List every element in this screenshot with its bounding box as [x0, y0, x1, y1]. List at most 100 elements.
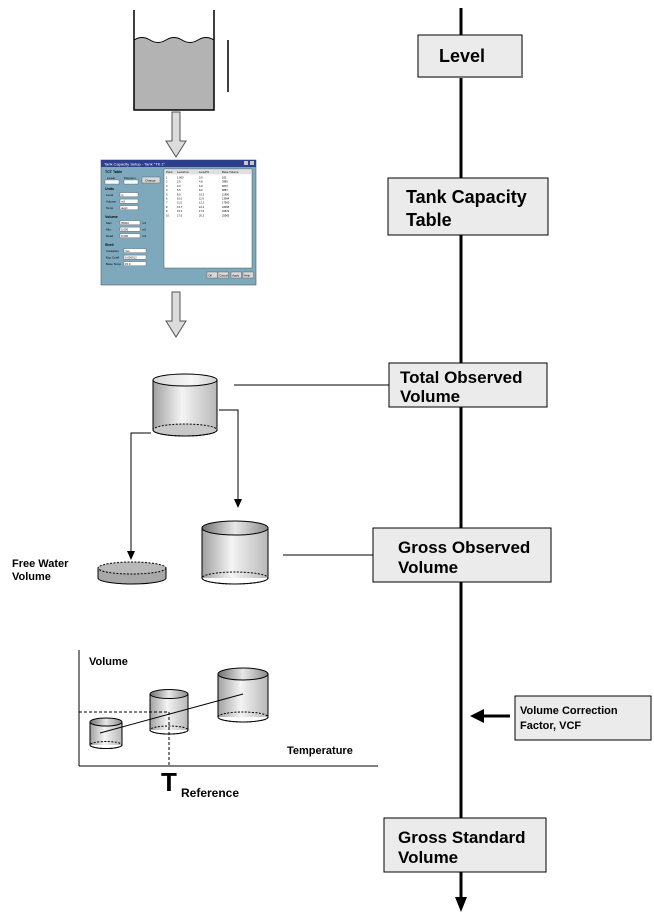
- table-cell: 3985: [222, 180, 228, 184]
- table-cell: 2.5: [177, 180, 181, 184]
- field-value: 0.000: [121, 234, 128, 238]
- warm-cylinder-icon: [217, 667, 269, 723]
- tct-table: [163, 168, 253, 269]
- field-label: Max: [106, 221, 112, 225]
- t-reference-subscript: Reference: [181, 786, 239, 800]
- section-title: Shell: [105, 243, 114, 247]
- field-value: Yes: [125, 249, 130, 253]
- footer-button-label: OK: [208, 273, 212, 277]
- level-label: Level: [439, 46, 485, 66]
- table-cell: 17.5: [177, 213, 183, 217]
- table-cell: 5.5: [177, 188, 181, 192]
- field-value: m3: [121, 200, 125, 204]
- change-button-label: Change: [145, 179, 156, 183]
- footer-button[interactable]: [242, 271, 254, 279]
- table-cell: 13994: [222, 197, 230, 201]
- table-cell: 0.5: [199, 176, 203, 180]
- gross-observed-line2: Volume: [398, 558, 458, 577]
- field-label: Dead: [106, 234, 114, 238]
- table-cell: 11890: [222, 192, 230, 196]
- table-cell: 3: [166, 184, 168, 188]
- table-cell: 16.2: [199, 205, 205, 209]
- gross-observed-volume-box: Gross Observed Volume: [372, 527, 552, 583]
- field-value: 0.000: [121, 228, 128, 232]
- table-cell: 22870: [222, 209, 230, 213]
- tank-capacity-table-box: Tank Capacity Table: [387, 177, 549, 236]
- table-cell: 8.5: [177, 192, 181, 196]
- field-input[interactable]: [119, 205, 139, 210]
- gross-observed-cylinder-icon: [201, 520, 269, 585]
- radio-polynom[interactable]: Polynom: [124, 176, 136, 180]
- field-input[interactable]: [119, 233, 141, 238]
- tank-capacity-setup-window: Tank Capacity Setup - Tank "TK 1" TCT Ta…: [100, 159, 257, 286]
- field-unit: m3: [142, 228, 146, 232]
- table-cell: 2: [166, 180, 168, 184]
- footer-button[interactable]: [217, 271, 229, 279]
- table-cell: 12.2: [199, 201, 205, 205]
- field-label: Insulation: [106, 249, 119, 253]
- flow-arrow-down-icon: [455, 897, 467, 912]
- field-value: 15.0: [125, 262, 131, 266]
- footer-button[interactable]: [230, 271, 242, 279]
- table-cell: 6.8: [199, 184, 203, 188]
- footer-button-label: Help: [244, 273, 250, 277]
- table-cell: 20.2: [199, 213, 205, 217]
- total-observed-line1: Total Observed: [400, 368, 523, 387]
- gross-observed-line1: Gross Observed: [398, 538, 530, 557]
- table-cell: 5: [166, 192, 168, 196]
- change-button[interactable]: [141, 176, 161, 184]
- section-title: Volume: [105, 215, 118, 219]
- table-cell: 11.9: [199, 197, 204, 201]
- field-unit: m3: [142, 234, 146, 238]
- main-flow-line: [455, 8, 467, 912]
- field-label: Base Temp: [106, 262, 121, 266]
- vcf-box: Volume Correction Factor, VCF: [470, 695, 652, 741]
- free-water-line1: Free Water: [12, 558, 69, 570]
- field-input[interactable]: [119, 198, 139, 204]
- vcf-line2: Factor, VCF: [520, 720, 581, 732]
- cold-cylinder-icon: [89, 717, 123, 749]
- table-cell: 6876: [222, 184, 228, 188]
- table-cell: 10: [166, 213, 169, 217]
- field-label: Level: [106, 193, 114, 197]
- table-cell: 182: [222, 176, 227, 180]
- field-label: Volume: [106, 200, 116, 204]
- field-value: m: [121, 193, 124, 197]
- field-unit: m3: [142, 221, 146, 225]
- table-cell: 6: [166, 197, 168, 201]
- vcf-graph: Volume Temperature: [78, 650, 378, 800]
- t-reference-symbol: T: [161, 767, 177, 797]
- field-label: Temp: [106, 206, 114, 210]
- vcf-line1: Volume Correction: [520, 705, 618, 717]
- table-cell: 17560: [222, 201, 230, 205]
- table-cell: 4.0: [177, 184, 181, 188]
- field-input[interactable]: [123, 261, 147, 266]
- graph-xlabel: Temperature: [287, 745, 353, 757]
- tank-level-icon: [133, 10, 229, 111]
- footer-button[interactable]: [206, 271, 218, 279]
- window-titlebar: [101, 160, 256, 167]
- vcf-trend-line: [99, 693, 244, 734]
- table-cell: 10.0: [177, 197, 183, 201]
- arrow-to-free-water-icon: [127, 551, 135, 560]
- tank-capacity-line2: Table: [406, 210, 452, 230]
- field-input[interactable]: [123, 254, 147, 260]
- radio-linear[interactable]: Linear: [107, 176, 115, 180]
- field-label: Exp Coeff: [106, 256, 119, 260]
- footer-button-label: Apply: [232, 273, 240, 277]
- free-water-disc-icon: [97, 561, 167, 585]
- table-cell: 10.3: [199, 192, 205, 196]
- table-cell: 13.7: [177, 205, 183, 209]
- field-input[interactable]: [119, 192, 139, 197]
- arrow-to-gross-observed-icon: [234, 499, 242, 508]
- total-observed-line2: Volume: [400, 387, 460, 406]
- table-header: Point: [166, 170, 173, 174]
- table-cell: 17.6: [199, 209, 205, 213]
- table-cell: 1: [166, 176, 168, 180]
- field-input[interactable]: [123, 248, 147, 253]
- table-cell: 7: [166, 201, 168, 205]
- window-title: Tank Capacity Setup - Tank "TK 1": [104, 162, 166, 167]
- section-tct: TCT Table: [105, 170, 122, 174]
- field-input[interactable]: [119, 220, 141, 225]
- field-input[interactable]: [119, 226, 141, 232]
